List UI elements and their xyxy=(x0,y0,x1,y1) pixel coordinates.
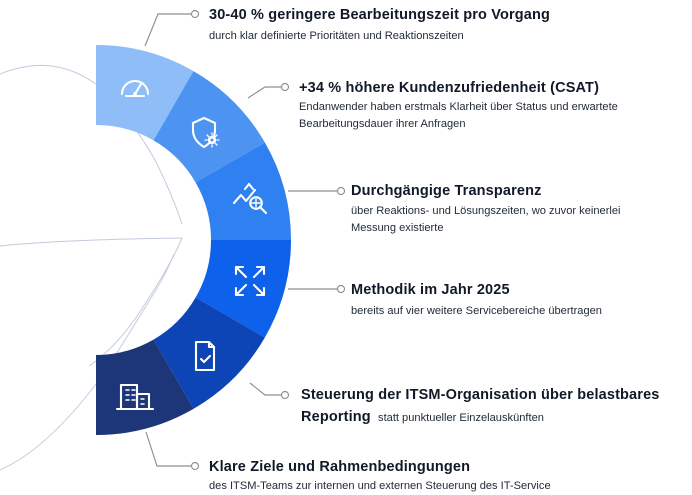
item-5: Steuerung der ITSM-Organisation über bel… xyxy=(301,385,660,428)
connector-dot-1 xyxy=(190,9,200,19)
segment-group xyxy=(96,45,291,435)
item-2-title: +34 % höhere Kundenzufriedenheit (CSAT) xyxy=(299,80,600,96)
chart-search-icon xyxy=(232,182,268,215)
item-5-title-line-1: Steuerung der ITSM-Organisation über bel… xyxy=(301,387,660,403)
connector-lines xyxy=(144,9,346,471)
expand-arrows-icon xyxy=(234,265,266,297)
item-6-title: Klare Ziele und Rahmenbedingungen xyxy=(209,459,471,475)
item-5-inline-description: statt punktueller Einzelauskünften xyxy=(378,412,544,424)
item-2: +34 % höhere Kundenzufriedenheit (CSAT) … xyxy=(299,78,618,133)
item-1-title: 30-40 % geringere Bearbeitungszeit pro V… xyxy=(209,7,551,23)
connector-2 xyxy=(247,86,281,99)
connector-5 xyxy=(249,382,281,396)
item-2-description-line-2: Bearbeitungsdauer ihrer Anfragen xyxy=(299,118,466,130)
item-5-title-line-2-row: Reporting statt punktueller Einzelauskün… xyxy=(301,407,660,428)
segment-building xyxy=(96,339,194,435)
segment-shield xyxy=(153,71,265,183)
item-4: Methodik im Jahr 2025 bereits auf vier w… xyxy=(351,280,602,320)
connector-6 xyxy=(145,431,191,467)
segment-document xyxy=(153,297,265,409)
connector-dot-6 xyxy=(190,461,200,471)
connector-dot-3 xyxy=(336,186,346,196)
item-3: Durchgängige Transparenz über Reaktions-… xyxy=(351,181,620,237)
connector-dot-5 xyxy=(280,390,290,400)
connector-dot-4 xyxy=(336,284,346,294)
item-6-description: des ITSM-Teams zur internen und externen… xyxy=(209,480,551,492)
background-curve-lower xyxy=(0,237,183,247)
connector-1 xyxy=(144,13,191,47)
segment-speed xyxy=(96,45,194,141)
item-4-description: bereits auf vier weitere Servicebereiche… xyxy=(351,305,602,317)
building-icon xyxy=(115,383,155,411)
speedometer-icon xyxy=(120,79,150,98)
item-3-description-line-1: über Reaktions- und Lösungszeiten, wo zu… xyxy=(351,205,621,217)
connector-dot-2 xyxy=(280,82,290,92)
item-1: 30-40 % geringere Bearbeitungszeit pro V… xyxy=(209,5,550,45)
item-2-description-line-1: Endanwender haben erstmals Klarheit über… xyxy=(299,101,618,113)
item-1-description: durch klar definierte Prioritäten und Re… xyxy=(209,30,464,42)
item-4-title: Methodik im Jahr 2025 xyxy=(351,282,510,298)
item-3-title: Durchgängige Transparenz xyxy=(351,183,542,199)
item-5-title-line-2: Reporting xyxy=(301,409,371,425)
document-check-icon xyxy=(194,340,216,372)
shield-gear-icon xyxy=(191,116,220,149)
item-6: Klare Ziele und Rahmenbedingungen des IT… xyxy=(209,457,551,495)
segment-chart xyxy=(195,142,291,240)
segment-icons xyxy=(115,79,268,411)
item-3-description-line-2: Messung existierte xyxy=(351,222,444,234)
